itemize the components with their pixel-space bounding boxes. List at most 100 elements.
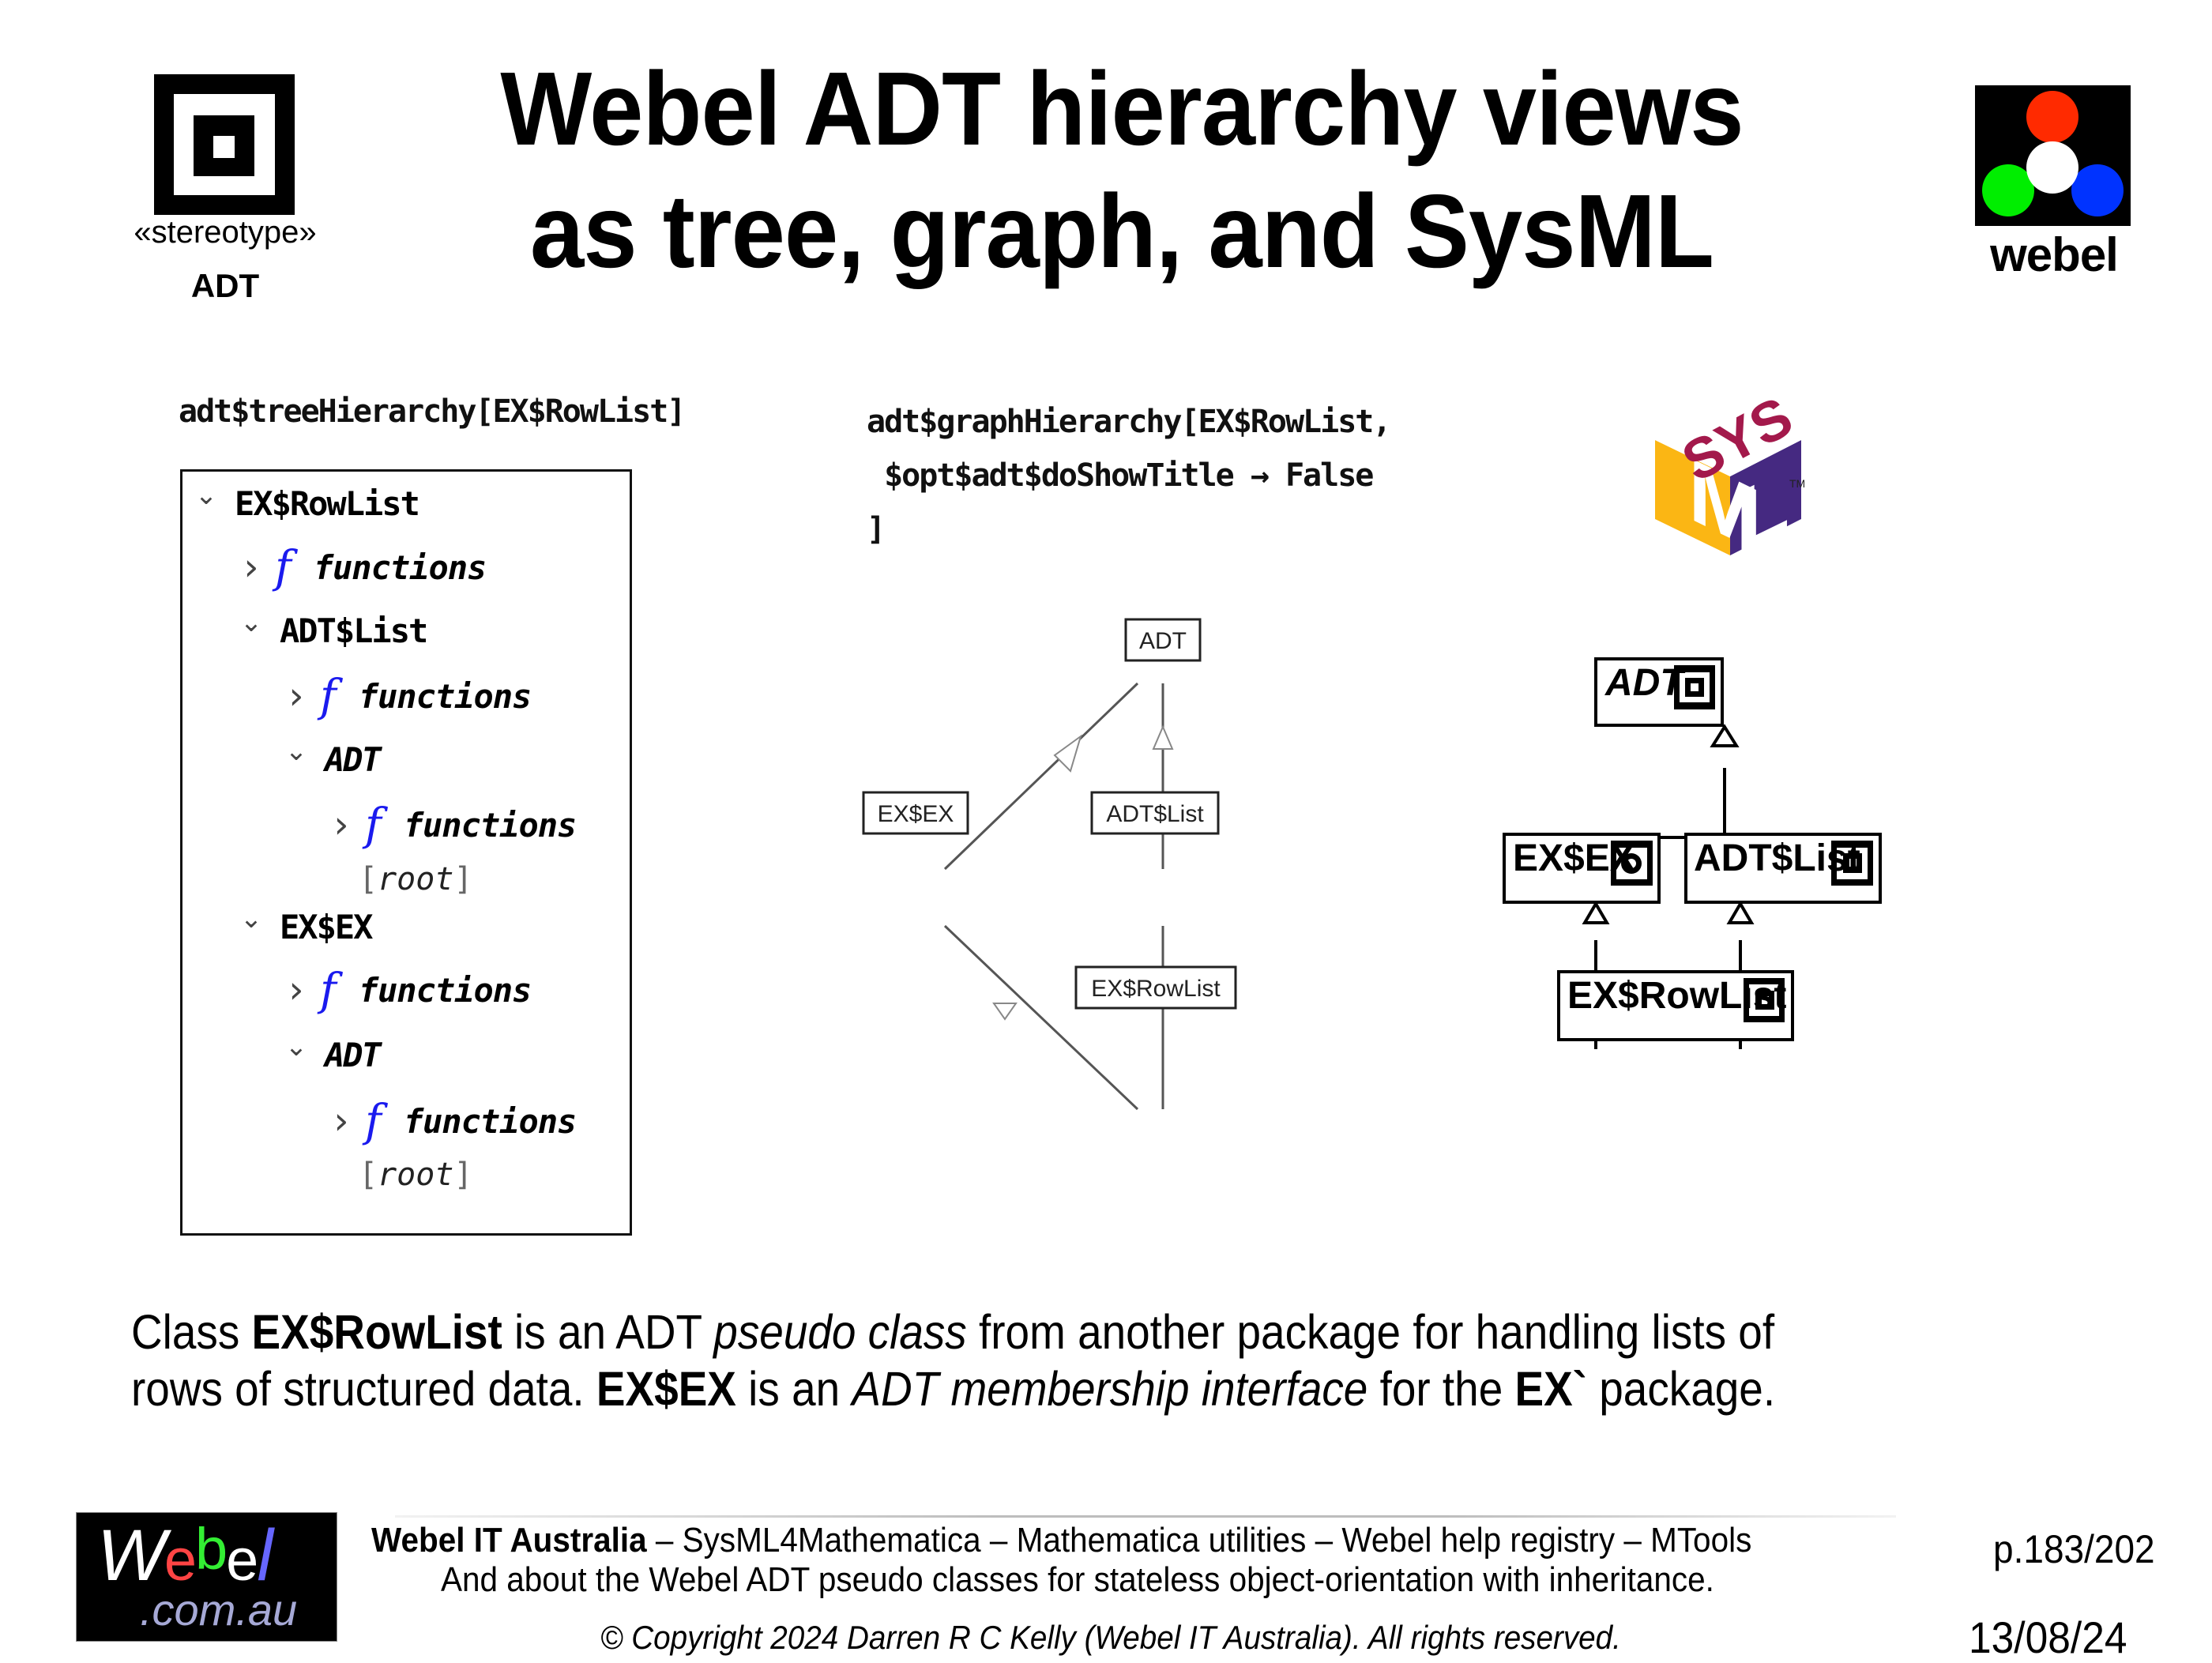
- tree-node[interactable]: ⌄ ADT: [282, 1031, 382, 1078]
- edge-rowlist-to-ex: [943, 924, 1139, 1111]
- italic-term: pseudo class: [713, 1305, 967, 1359]
- logo-letter: e: [226, 1527, 258, 1593]
- sysml-block-rowlist-label: EX$RowList: [1567, 975, 1786, 1017]
- description-line-1: Class EX$RowList is an ADT pseudo class …: [131, 1304, 1909, 1360]
- footer-date: 13/08/24: [1969, 1612, 2127, 1662]
- tree-item-functions[interactable]: › f functions: [327, 799, 577, 851]
- tree-node-label: ADT: [325, 1035, 382, 1074]
- webel-logo: [1975, 85, 2131, 226]
- tree-item-label: functions: [403, 805, 577, 845]
- footer-logo-domain: .com.au: [140, 1585, 298, 1635]
- adt-stereotype-icon: [1674, 665, 1715, 709]
- tree-item-label: functions: [313, 547, 487, 587]
- chevron-down-icon[interactable]: ⌄: [239, 607, 263, 638]
- footer-logo-word: Webel: [97, 1514, 273, 1597]
- graph-node-adt: [1124, 618, 1202, 662]
- tree-item-functions[interactable]: › f functions: [327, 1095, 577, 1147]
- chevron-down-icon[interactable]: ⌄: [284, 1031, 308, 1063]
- tree-node[interactable]: ⌄ EX$RowList: [192, 480, 420, 527]
- sysml-logo: M L SYS TM: [1655, 391, 1805, 565]
- footer-divider: [395, 1515, 1896, 1518]
- page-number: p.183/202: [1993, 1527, 2155, 1571]
- graph-node-adt-label: ADT: [1139, 628, 1187, 654]
- tree-item-label: functions: [358, 970, 532, 1010]
- tree-item-label: functions: [403, 1101, 577, 1141]
- graph-code-line-1: adt$graphHierarchy[EX$RowList,: [867, 404, 1391, 440]
- graph-node-ex: [862, 791, 969, 835]
- tree-hierarchy-code: adt$treeHierarchy[EX$RowList]: [179, 393, 686, 430]
- text-run: package.: [1587, 1362, 1776, 1416]
- sysml-block-ex-label: EX$EX: [1513, 837, 1635, 879]
- text-run: for the: [1367, 1362, 1515, 1416]
- webel-com-au-logo[interactable]: Webel .com.au: [76, 1512, 337, 1642]
- title-line-2: as tree, graph, and SysML: [529, 173, 1714, 289]
- tree-node[interactable]: ⌄ ADT$List: [237, 607, 429, 654]
- function-icon: f: [320, 964, 337, 1016]
- tree-item-functions[interactable]: › f functions: [237, 541, 487, 593]
- footer-links: Webel IT Australia – SysML4Mathematica –…: [371, 1521, 1751, 1560]
- footer-org: Webel IT Australia: [371, 1521, 647, 1560]
- tree-item-functions[interactable]: › f functions: [282, 964, 532, 1016]
- tree-node[interactable]: ⌄EX$EX: [237, 903, 374, 950]
- sysml-logo-top-face: [1655, 405, 1801, 476]
- blue-circle: [2071, 164, 2124, 216]
- sysml-logo-tm: TM: [1789, 477, 1805, 490]
- chevron-right-icon[interactable]: ›: [333, 1099, 349, 1143]
- edge-ex-to-adt: [943, 682, 1139, 871]
- generalization-arrowhead: [1726, 901, 1755, 924]
- adt-stereotype-icon: [1831, 841, 1873, 886]
- chevron-down-icon[interactable]: ⌄: [239, 903, 263, 935]
- tree-node-label: ADT: [325, 739, 382, 779]
- chevron-right-icon[interactable]: ›: [288, 968, 304, 1012]
- logo-letter: b: [195, 1516, 228, 1582]
- graph-hierarchy-diagram: ADT EX$EX ADT$List EX$RowList: [862, 618, 1237, 1111]
- chevron-right-icon[interactable]: ›: [243, 545, 259, 589]
- sysml-block-adt-label: ADT: [1604, 662, 1686, 704]
- generalization-arrowhead: [1710, 724, 1740, 747]
- footer-copyright: © Copyright 2024 Darren R C Kelly (Webel…: [600, 1619, 1621, 1656]
- page-title: Webel ADT hierarchy views as tree, graph…: [332, 47, 1912, 292]
- logo-letter: e: [164, 1527, 197, 1593]
- graph-node-list-label: ADT$List: [1106, 801, 1204, 827]
- chevron-right-icon[interactable]: ›: [333, 803, 349, 847]
- function-icon: f: [320, 670, 337, 722]
- function-icon: f: [365, 1095, 382, 1147]
- function-icon: f: [365, 799, 382, 851]
- root-label: [root]: [359, 1157, 473, 1193]
- text-run: is an: [735, 1362, 852, 1416]
- logo-letter: l: [257, 1515, 273, 1596]
- stereotype-label: «stereotype»: [134, 215, 317, 250]
- tree-node[interactable]: ⌄ ADT: [282, 736, 382, 783]
- text-run: from another package for handling lists …: [966, 1305, 1775, 1359]
- sysml-hierarchy-diagram: ADT EX$EX ADT$List EX$RowList: [1503, 657, 1882, 1049]
- tree-node-label: EX$RowList: [235, 483, 420, 523]
- stereotype-name: ADT: [190, 267, 260, 304]
- webel-logo-text: webel: [1990, 228, 2119, 281]
- emphasized-term: EX$EX: [596, 1362, 736, 1416]
- generalization-arrowhead: [992, 1003, 1018, 1021]
- function-icon: f: [275, 541, 292, 593]
- description-text: Class EX$RowList is an ADT pseudo class …: [131, 1304, 1909, 1417]
- tree-node-label: ADT$List: [280, 611, 428, 650]
- membership-interface-icon: [1611, 841, 1653, 886]
- sysml-logo-l-face: [1730, 440, 1801, 555]
- generalization-arrowhead: [1152, 724, 1174, 750]
- italic-term: ADT membership interface: [852, 1362, 1368, 1416]
- graph-code-line-2: $opt$adt$doShowTitle → False: [867, 457, 1374, 494]
- chevron-down-icon[interactable]: ⌄: [284, 736, 308, 767]
- webel-circles-icon: [1982, 91, 2124, 216]
- graph-node-ex-label: EX$EX: [878, 801, 954, 827]
- footer-subtitle: And about the Webel ADT pseudo classes f…: [441, 1560, 1714, 1599]
- description-line-2: rows of structured data. EX$EX is an ADT…: [131, 1360, 1909, 1417]
- chevron-down-icon[interactable]: ⌄: [194, 480, 218, 511]
- chevron-right-icon[interactable]: ›: [288, 674, 304, 718]
- emphasized-term: EX`: [1514, 1362, 1588, 1416]
- sysml-logo-m-face: [1655, 440, 1730, 555]
- red-circle: [2026, 91, 2078, 143]
- tree-root-marker: [root]: [359, 1151, 473, 1198]
- text-run: rows of structured data.: [131, 1362, 596, 1416]
- adt-stereotype-icon: [154, 74, 295, 215]
- generalization-arrowhead: [1053, 734, 1082, 773]
- emphasized-term: EX$RowList: [251, 1305, 502, 1359]
